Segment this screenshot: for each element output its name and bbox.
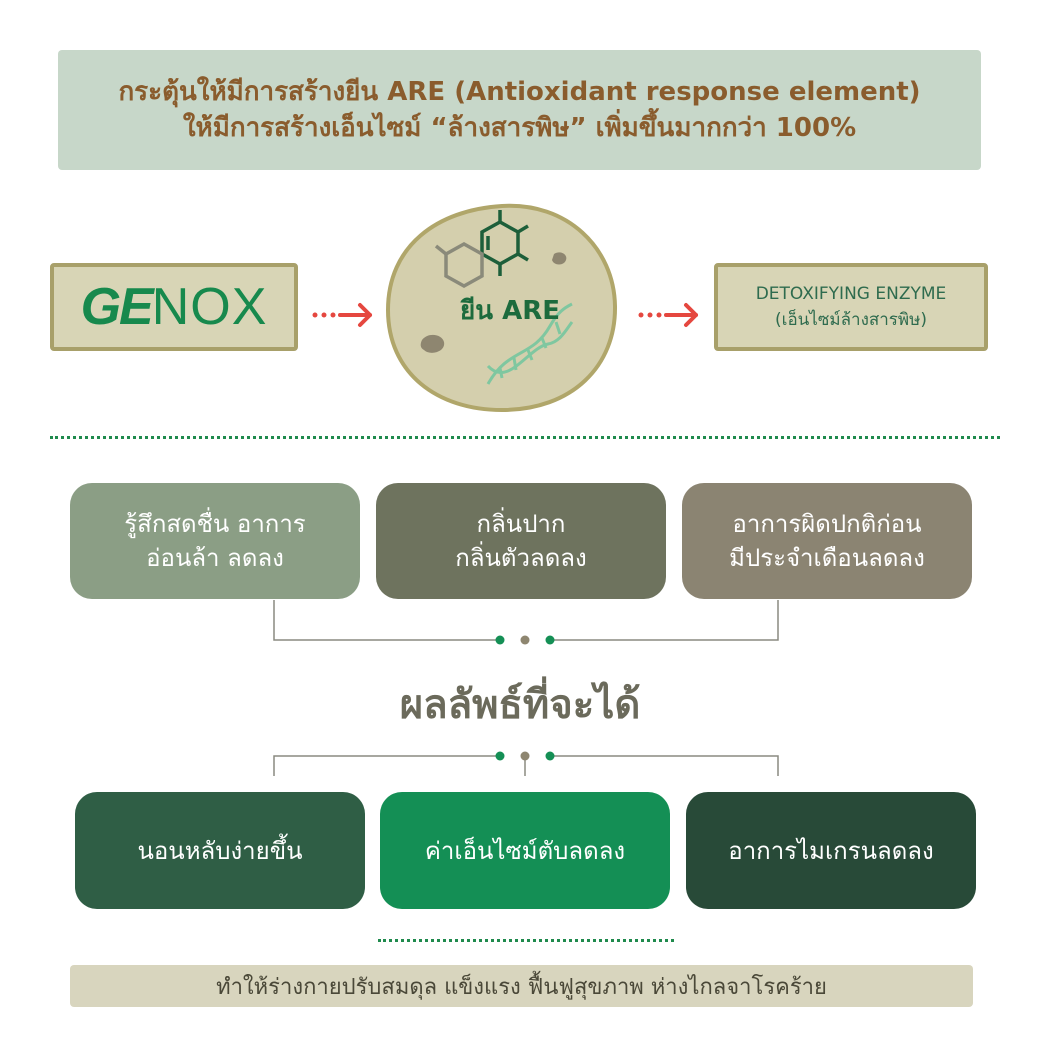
dotted-divider-short (378, 939, 674, 942)
output-line-2: (เอ็นไซม์ล้างสารพิษ) (775, 310, 927, 330)
footer-banner: ทำให้ร่างกายปรับสมดุล แข็งแรง ฟื้นฟูสุขภ… (70, 965, 973, 1007)
dna-icon (486, 302, 574, 385)
cell-illustration (385, 203, 618, 413)
header-banner: กระตุ้นให้มีการสร้างยีน ARE (Antioxidant… (58, 50, 981, 170)
benefit-line: ค่าเอ็นไซม์ตับลดลง (424, 836, 626, 865)
benefit-pms: อาการผิดปกติก่อน มีประจำเดือนลดลง (682, 483, 972, 599)
molecule-icon (434, 210, 529, 289)
benefit-migraine: อาการไมเกรนลดลง (686, 792, 976, 909)
benefit-odor: กลิ่นปาก กลิ่นตัวลดลง (376, 483, 666, 599)
connector-lines (273, 600, 779, 776)
benefit-fresh: รู้สึกสดชื่น อาการ อ่อนล้า ลดลง (70, 483, 360, 599)
benefit-line: นอนหลับง่ายขึ้น (137, 836, 303, 865)
benefit-line: กลิ่นตัวลดลง (455, 544, 587, 572)
logo-light: NOX (151, 278, 268, 336)
benefit-line: กลิ่นปาก (476, 510, 566, 538)
arrow-icon (312, 303, 372, 327)
benefit-line: อาการไมเกรนลดลง (728, 836, 934, 865)
results-title: ผลลัพธ์ที่จะได้ (399, 682, 641, 728)
header-line-2: ให้มีการสร้างเอ็นไซม์ “ล้างสารพิษ” เพิ่ม… (182, 113, 857, 143)
spot-icon (420, 334, 445, 353)
spot-icon (552, 252, 567, 265)
arrow-icon (638, 303, 698, 327)
cell-label: ยีน ARE (460, 296, 560, 326)
logo-strong: GE (80, 278, 154, 336)
benefit-sleep: นอนหลับง่ายขึ้น (75, 792, 365, 909)
dotted-divider (50, 436, 1000, 439)
benefit-line: อ่อนล้า ลดลง (146, 544, 284, 572)
benefit-line: อาการผิดปกติก่อน (732, 510, 922, 538)
benefit-line: รู้สึกสดชื่น อาการ (124, 510, 306, 538)
header-line-1: กระตุ้นให้มีการสร้างยีน ARE (Antioxidant… (118, 77, 921, 107)
benefit-liver: ค่าเอ็นไซม์ตับลดลง (380, 792, 670, 909)
benefit-line: มีประจำเดือนลดลง (729, 544, 925, 572)
detox-enzyme-box: DETOXIFYING ENZYME (เอ็นไซม์ล้างสารพิษ) (714, 263, 988, 351)
output-line-1: DETOXIFYING ENZYME (755, 284, 947, 304)
